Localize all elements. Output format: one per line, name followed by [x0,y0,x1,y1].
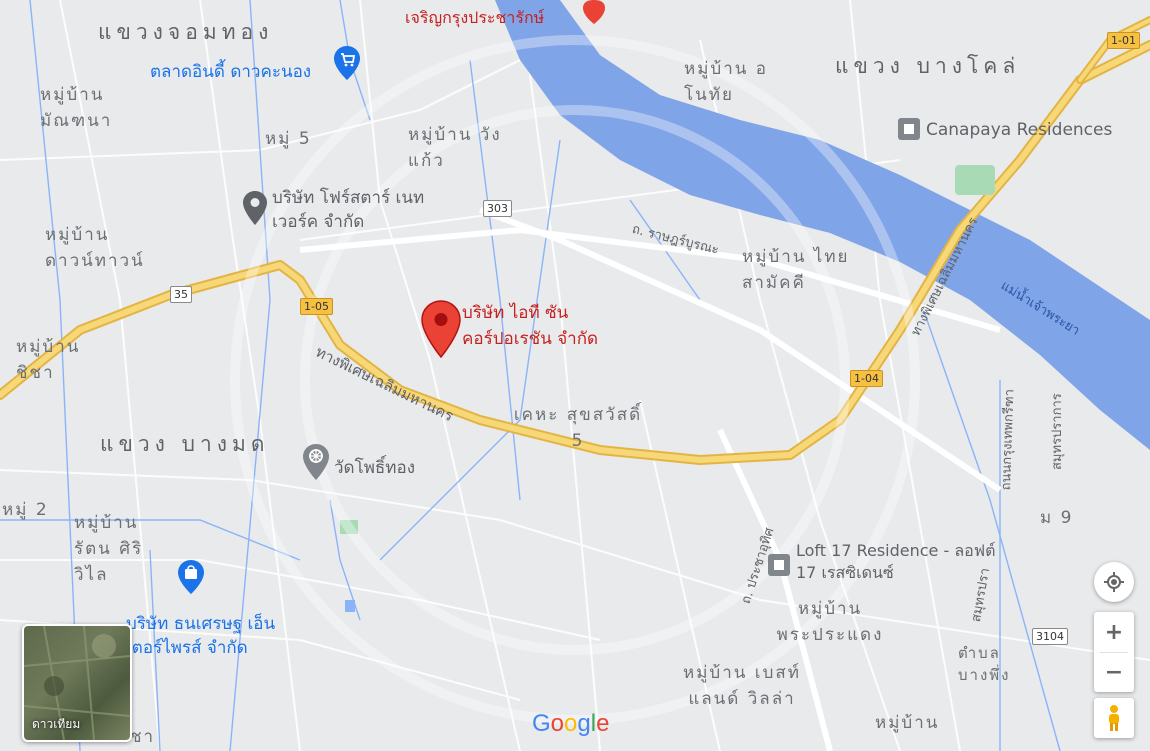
building-icon[interactable] [898,118,920,140]
village-label: หมู่บ้าน ดาวน์ทาวน์ [45,225,145,271]
village-label: เคหะ สุขสวัสดิ์ 5 [513,405,643,451]
google-logo: Google [532,710,610,737]
pond [345,600,355,612]
route-shield: 1-05 [300,298,333,315]
area-label-chom-thong: แขวงจอมทอง [98,20,274,44]
poi-pin-icon[interactable] [583,0,605,24]
poi-label-canapaya[interactable]: Canapaya Residences [926,120,1113,140]
zoom-out-button[interactable]: − [1104,660,1124,685]
zoom-divider [1100,652,1128,653]
village-label: หมู่บ้าน พระประแดง [776,599,884,645]
location-pin-icon[interactable] [243,191,267,225]
village-label: ชา [130,727,156,747]
village-label: หมู่บ้าน ไทยสามัคคี [742,247,850,293]
village-label: หมู่ 2 [2,500,49,520]
selected-location-label-line1: บริษัท ไอที ซัน [462,303,569,323]
area-label-bang-kho-laem: แขวง บางโคล่ [835,54,1021,78]
route-shield: 3104 [1032,628,1068,645]
poi-label-loft17[interactable]: Loft 17 Residence - ลอฟต์ 17 เรสซิเดนซ์ [796,541,996,582]
shopping-cart-icon[interactable] [334,46,360,80]
poi-label-temple[interactable]: วัดโพธิ์ทอง [334,458,416,478]
route-shield: 303 [483,200,512,217]
area-label-bang-mot: แขวง บางมด [100,432,270,456]
route-shield: 35 [170,286,192,303]
satellite-preview [24,626,130,740]
temple-icon[interactable] [303,444,329,480]
my-location-button[interactable] [1094,562,1134,602]
road-label: สมุทรปราการ [1050,393,1065,470]
university-watermark [230,35,920,725]
route-shield: 1-04 [850,370,883,387]
village-label: ม 9 [1040,508,1074,528]
satellite-label: ดาวเทียม [32,717,81,731]
pegman-icon [1109,705,1119,731]
village-label: หมู่บ้าน มัณฑนา [40,85,113,131]
road-label: ถนนกรุงเทพกรีฑา [998,388,1018,491]
poi-label-charoen[interactable]: เจริญกรุงประชารักษ์ [405,8,545,27]
shopping-bag-icon[interactable] [178,560,204,594]
poi-label-company[interactable]: บริษัท โฟร์สตาร์ เนทเวอร์ค จำกัด [272,188,425,232]
selected-location-marker-icon[interactable] [421,300,461,358]
poi-label-thanasethaf[interactable]: บริษัท ธนเศรษฐ เอ็น เตอร์ไพรส์ จำกัด [126,614,276,658]
satellite-layer-toggle[interactable]: ดาวเทียม [22,624,132,742]
village-label: หมู่บ้าน [875,713,940,733]
route-shield: 1-01 [1107,32,1140,49]
village-label: หมู่บ้าน รัตน ศิริวิไล [74,513,144,585]
chao-phraya-river [495,0,1150,450]
park-area [340,520,358,534]
village-label: ตำบล บางพึ่ง [958,644,1011,684]
selected-location-label-line2: คอร์ปอเรชัน จำกัด [462,329,599,349]
street-view-pegman-button[interactable] [1094,698,1134,738]
village-label: หมู่ 5 [265,129,312,149]
crosshair-icon [1104,572,1124,592]
park-area [955,165,995,195]
zoom-in-button[interactable]: + [1104,619,1124,645]
poi-label-market[interactable]: ตลาดอินดี้ ดาวคะนอง [150,62,312,82]
village-label: หมู่บ้าน วังแก้ว [408,125,502,171]
building-icon[interactable] [768,554,790,576]
village-label: หมู่บ้าน อโนทัย [684,59,768,105]
zoom-control: + − [1094,612,1134,692]
village-label: หมู่บ้าน ชิชา [16,337,81,383]
village-label: หมู่บ้าน เบสท์แลนด์ วิลล่า [683,663,801,709]
selected-location-label[interactable]: บริษัท ไอที ซัน คอร์ปอเรชัน จำกัด [462,300,598,352]
